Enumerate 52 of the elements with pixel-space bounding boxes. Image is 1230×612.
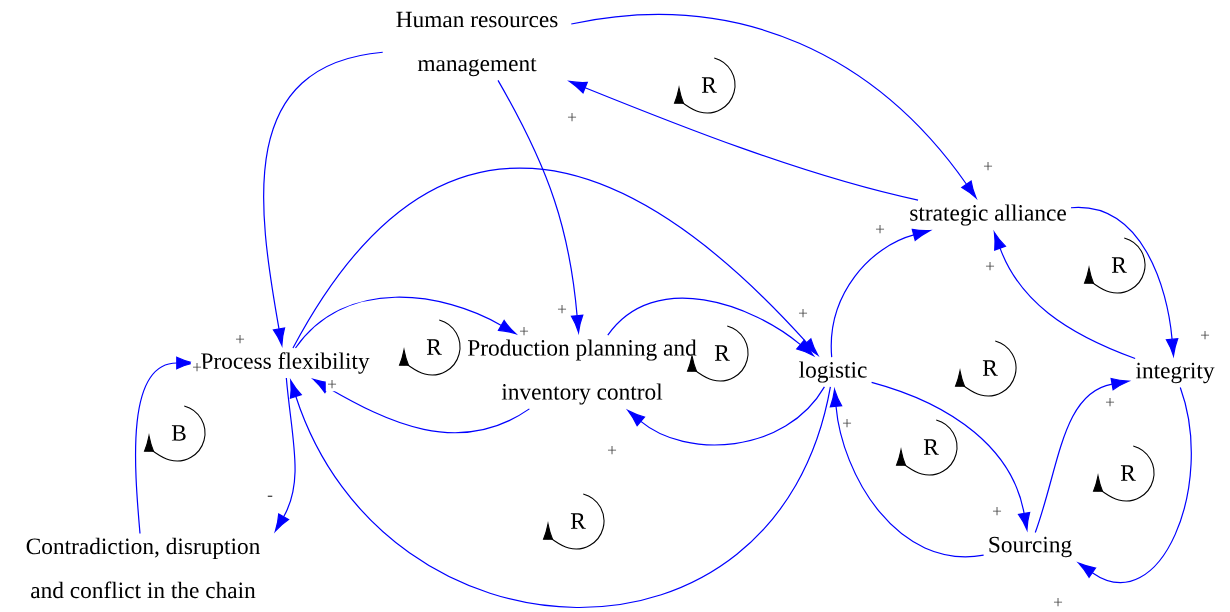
loop-letter: B [171, 425, 186, 441]
polarity-sign: + [565, 111, 579, 125]
arrow [829, 389, 985, 558]
arrow [497, 79, 584, 333]
arrow [274, 377, 296, 532]
arrow [569, 80, 919, 201]
loop-letter: R [701, 77, 717, 93]
variable-label: strategic alliance [910, 204, 1066, 226]
polarity-sign: + [1198, 329, 1212, 343]
polarity-sign: + [840, 417, 854, 431]
arrow [570, 14, 977, 199]
polarity-sign: + [605, 444, 619, 458]
loop-letter: R [426, 339, 442, 355]
arrow [292, 167, 819, 356]
loop-letter: R [982, 360, 998, 376]
loop-letter: R [1111, 257, 1127, 273]
polarity-sign: + [555, 303, 569, 317]
polarity-sign: + [517, 325, 531, 339]
arrow [1078, 386, 1192, 583]
arrow [289, 380, 831, 609]
arrow [134, 356, 194, 535]
arrow [1034, 377, 1130, 534]
arrow [1070, 207, 1179, 357]
polarity-sign: + [1103, 396, 1117, 410]
arrow [830, 228, 931, 358]
arrow [312, 378, 530, 434]
variable-label: Human resources management [396, 11, 558, 77]
polarity-sign: + [1051, 596, 1065, 610]
arrow [263, 51, 384, 346]
variable-label: logistic [799, 361, 867, 383]
polarity-sign: + [233, 333, 247, 347]
loop-letter: R [1120, 465, 1136, 481]
polarity-sign: + [983, 260, 997, 274]
arrow [294, 296, 517, 349]
arrow [607, 297, 814, 356]
variable-label: Sourcing [989, 536, 1072, 558]
variable-label: Production planning and inventory control [467, 339, 697, 405]
polarity-sign: + [981, 160, 995, 174]
loop-letter: R [714, 345, 730, 361]
polarity-sign: + [796, 307, 810, 321]
polarity-sign: + [190, 361, 204, 375]
polarity-sign: + [873, 223, 887, 237]
arrow [871, 381, 1031, 531]
polarity-sign: + [990, 505, 1004, 519]
variable-label: Process flexibility [201, 352, 370, 374]
variable-label: Contradiction, disruption and conflict in the chain [26, 537, 260, 599]
arrow [627, 386, 825, 446]
loop-letter: R [923, 439, 939, 455]
arrow [993, 231, 1136, 360]
variable-label: integrity [1135, 362, 1215, 384]
polarity-sign: - [265, 494, 275, 502]
loop-letter: R [570, 513, 586, 529]
